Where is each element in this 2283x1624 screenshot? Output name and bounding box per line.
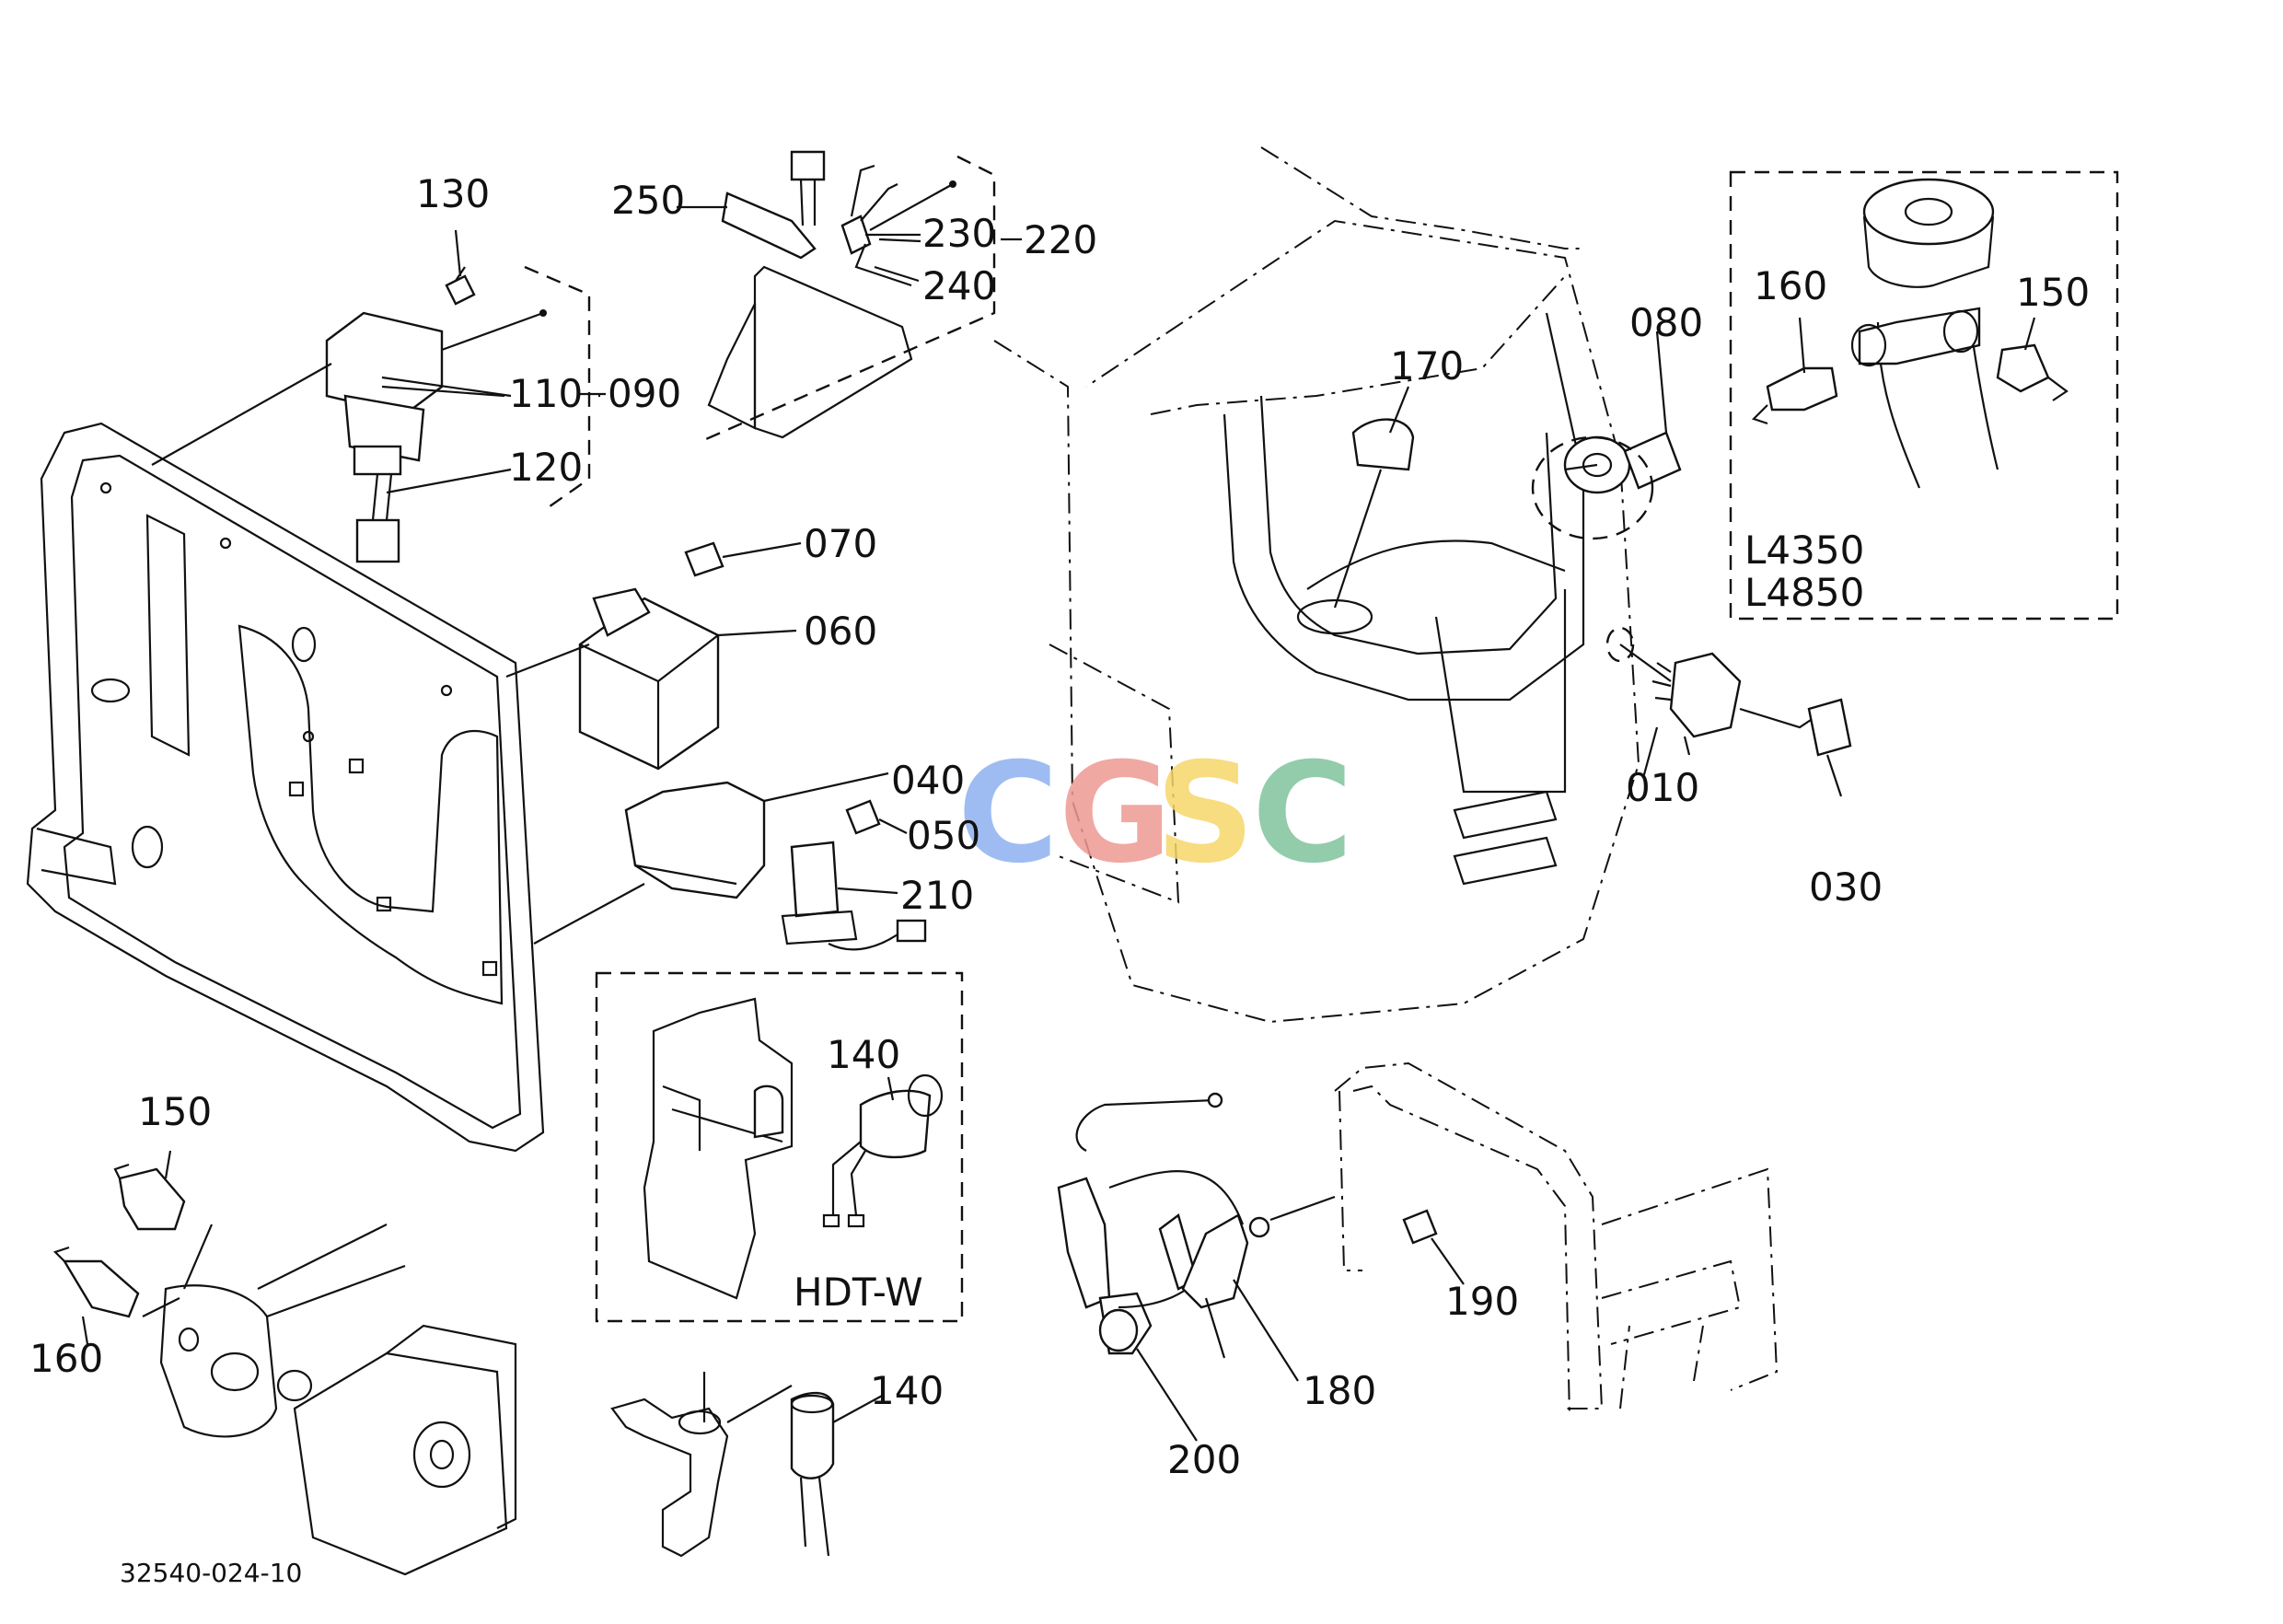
callout-080: 080: [1629, 300, 1703, 345]
wiring-harness: [1057, 1092, 1438, 1359]
callout-050: 050: [907, 813, 980, 858]
model-label-l4350: L4350: [1744, 528, 1864, 573]
model-label-l4850: L4850: [1744, 570, 1864, 615]
callout-180: 180: [1303, 1368, 1376, 1413]
callout-210: 210: [900, 873, 974, 918]
callout-170: 170: [1390, 343, 1464, 389]
callout-250: 250: [611, 178, 685, 223]
callout-060: 060: [804, 609, 877, 654]
hood-console: [993, 146, 1682, 1024]
callout-040: 040: [891, 758, 965, 803]
watermark-letter-1: C: [957, 734, 1059, 894]
watermark-letter-3: S: [1155, 734, 1255, 894]
watermark-letter-2: G: [1059, 734, 1172, 894]
bracket-switch-assembly: [677, 150, 996, 444]
callout-120: 120: [509, 445, 583, 490]
callout-140-lower: 140: [870, 1368, 944, 1413]
callout-220: 220: [1024, 217, 1097, 262]
callout-240: 240: [922, 263, 996, 308]
hdt-w-box: [595, 971, 964, 1323]
label-leaders: [832, 386, 1659, 1442]
relay-assembly: [151, 265, 591, 563]
frame-bracket: [1334, 1061, 1779, 1419]
flasher-unit: [505, 541, 802, 771]
part-number: 32540-024-10: [120, 1558, 302, 1588]
watermark: C G S C: [957, 734, 1353, 894]
pump-sensors: [52, 1150, 517, 1576]
watermark-letter-4: C: [1252, 734, 1353, 894]
callout-130: 130: [416, 171, 490, 216]
callout-030: 030: [1809, 864, 1883, 910]
callout-140-hdt: 140: [827, 1032, 900, 1077]
callout-labels: 130 250 230 220 240 110 090 120 070 060 …: [29, 171, 2090, 1588]
key-switch: [1605, 626, 1852, 797]
callout-190: 190: [1445, 1279, 1519, 1324]
callout-230: 230: [922, 211, 996, 256]
callout-070: 070: [804, 521, 877, 566]
brake-switch: [610, 1372, 835, 1558]
callout-160-pump: 160: [29, 1336, 103, 1381]
callout-150-pump: 150: [138, 1089, 212, 1134]
leader-lines: [381, 229, 1668, 471]
dashboard-panel: [26, 422, 545, 1153]
callout-090: 090: [608, 371, 681, 416]
regulator-unit: [533, 771, 927, 951]
callout-200: 200: [1167, 1437, 1241, 1482]
callout-110: 110: [509, 371, 583, 416]
callout-160-box: 160: [1754, 263, 1827, 308]
callout-010: 010: [1626, 765, 1699, 810]
hdt-w-label: HDT-W: [794, 1270, 923, 1315]
model-option-box: [1729, 170, 2119, 621]
callout-150-box: 150: [2016, 270, 2090, 315]
